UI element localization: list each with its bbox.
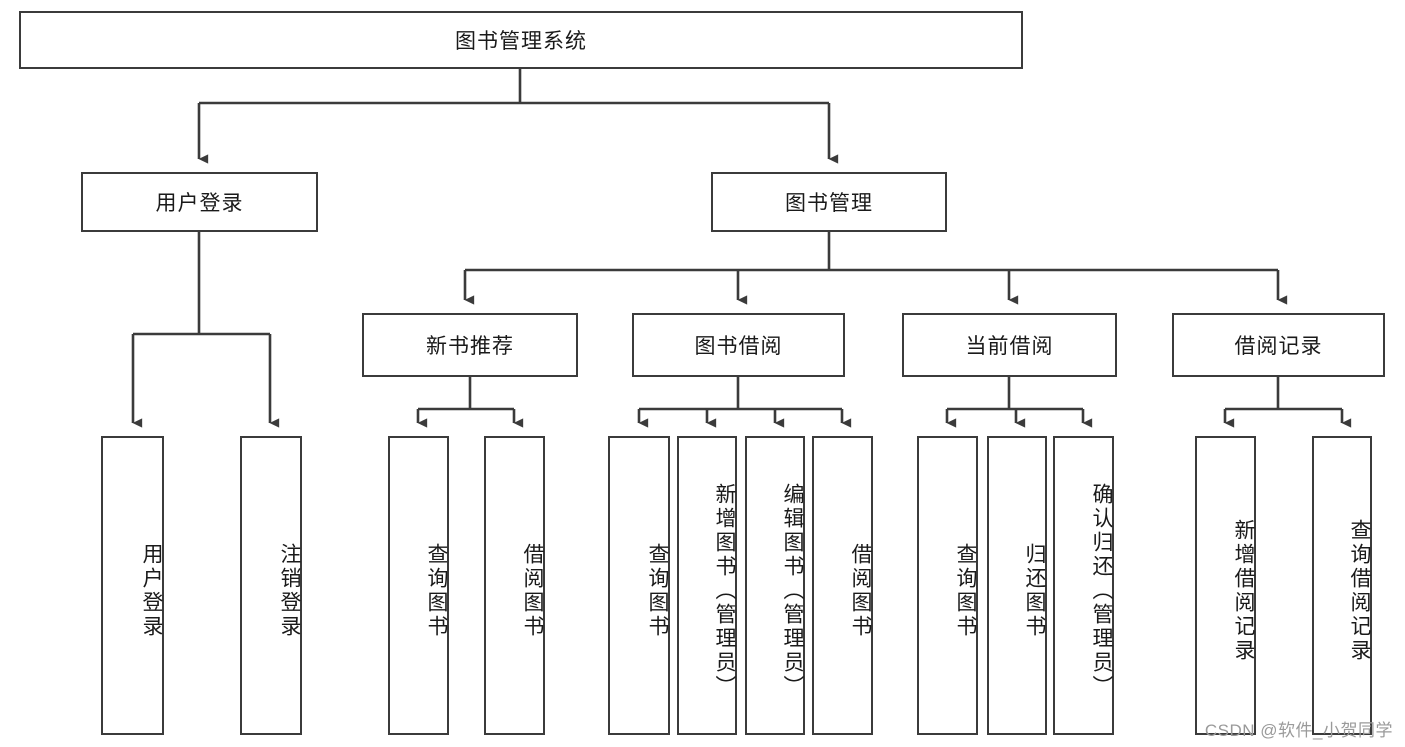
leaf-current-query-book[interactable]: 查询图书 [917,436,978,735]
leaf-record-add-record-label: 新增借阅记录 [1232,518,1255,663]
leaf-record-query-record-label: 查询借阅记录 [1348,518,1371,663]
node-borrow-record-label: 借阅记录 [1234,335,1323,358]
node-user-login[interactable]: 用户登录 [81,172,318,232]
node-current-borrow-label: 当前借阅 [965,335,1054,358]
leaf-borrow-add-book-label: 新增图书（管理员） [713,482,736,699]
leaf-user-login-logout[interactable]: 注销登录 [240,436,302,735]
leaf-borrow-query-book[interactable]: 查询图书 [608,436,670,735]
leaf-borrow-borrow-book[interactable]: 借阅图书 [812,436,873,735]
node-book-management[interactable]: 图书管理 [711,172,947,232]
node-root-label: 图书管理系统 [455,30,587,53]
leaf-current-confirm-return-label: 确认归还（管理员） [1090,482,1113,699]
leaf-recommend-query-book[interactable]: 查询图书 [388,436,449,735]
leaf-borrow-borrow-book-label: 借阅图书 [849,542,872,639]
node-user-login-label: 用户登录 [155,192,244,215]
node-new-book-recommend-label: 新书推荐 [426,335,514,358]
leaf-current-confirm-return[interactable]: 确认归还（管理员） [1053,436,1114,735]
leaf-borrow-edit-book[interactable]: 编辑图书（管理员） [745,436,805,735]
leaf-borrow-add-book[interactable]: 新增图书（管理员） [677,436,737,735]
node-current-borrow[interactable]: 当前借阅 [902,313,1117,377]
leaf-current-return-book-label: 归还图书 [1023,542,1046,639]
node-book-borrow[interactable]: 图书借阅 [632,313,845,377]
leaf-user-login-login-label: 用户登录 [140,542,163,639]
node-new-book-recommend[interactable]: 新书推荐 [362,313,578,377]
node-book-borrow-label: 图书借阅 [694,335,783,358]
leaf-user-login-logout-label: 注销登录 [278,542,301,639]
leaf-recommend-borrow-book[interactable]: 借阅图书 [484,436,545,735]
leaf-user-login-login[interactable]: 用户登录 [101,436,164,735]
leaf-current-query-book-label: 查询图书 [954,542,977,639]
leaf-current-return-book[interactable]: 归还图书 [987,436,1047,735]
leaf-recommend-query-book-label: 查询图书 [425,542,448,639]
leaf-record-add-record[interactable]: 新增借阅记录 [1195,436,1256,735]
leaf-borrow-query-book-label: 查询图书 [646,542,669,639]
leaf-record-query-record[interactable]: 查询借阅记录 [1312,436,1372,735]
node-borrow-record[interactable]: 借阅记录 [1172,313,1385,377]
node-book-management-label: 图书管理 [785,192,873,215]
leaf-borrow-edit-book-label: 编辑图书（管理员） [781,482,804,699]
node-root[interactable]: 图书管理系统 [19,11,1023,69]
leaf-recommend-borrow-book-label: 借阅图书 [521,542,544,639]
watermark: CSDN @软件_小贺同学 [1204,721,1393,740]
